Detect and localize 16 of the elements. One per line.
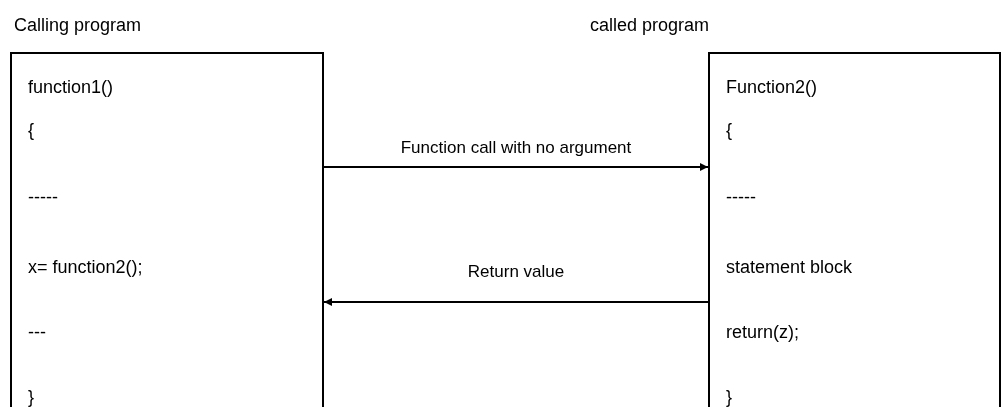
code-line: { <box>726 119 732 141</box>
code-line: x= function2(); <box>28 256 143 278</box>
code-line: return(z); <box>726 321 799 343</box>
code-line: } <box>726 386 732 407</box>
code-line: ----- <box>28 186 58 208</box>
code-line: ----- <box>726 186 756 208</box>
code-line: } <box>28 386 34 407</box>
heading-text: called program <box>590 14 710 36</box>
heading-text: Calling program <box>14 14 142 36</box>
code-line: statement block <box>726 256 853 278</box>
code-line: Function2() <box>726 76 818 98</box>
arrow <box>323 298 709 306</box>
code-line: --- <box>28 321 46 343</box>
code-line: { <box>28 119 34 141</box>
arrow <box>323 163 709 171</box>
code-line: function1() <box>28 76 114 98</box>
